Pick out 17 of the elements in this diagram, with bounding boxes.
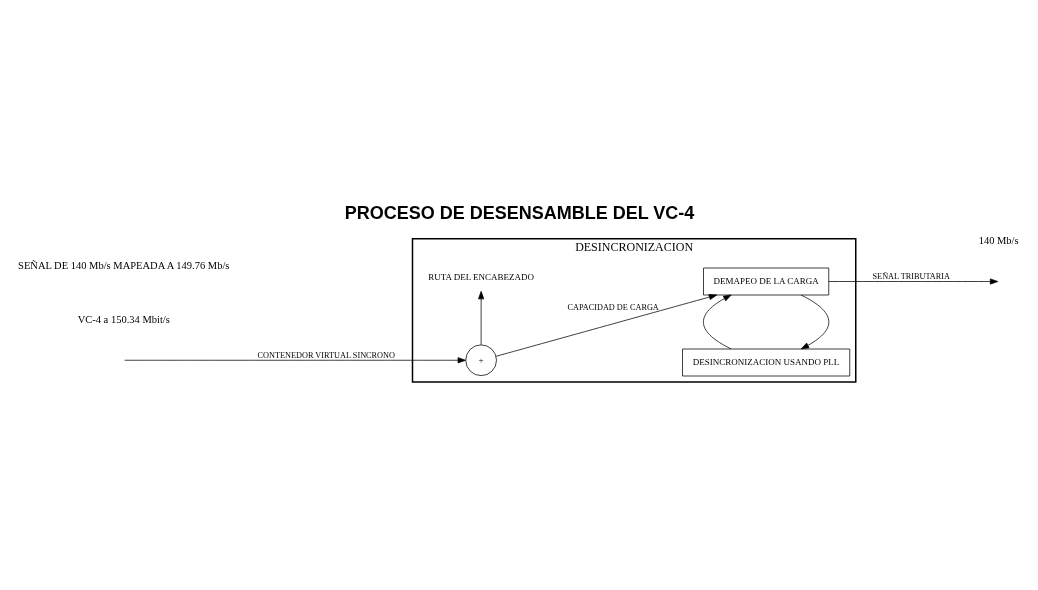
- label: 140 Mb/s: [978, 234, 1019, 246]
- diagram-title: PROCESO DE DESENSAMBLE DEL VC-4: [344, 202, 695, 223]
- node-circle: +: [465, 344, 497, 376]
- edge-label: CONTENEDOR VIRTUAL SINCRONO: [257, 350, 395, 360]
- node-box: DESINCRONIZACION USANDO PLL: [682, 348, 851, 377]
- label: VC-4 a 150.34 Mbit/s: [77, 313, 170, 325]
- edge-label: CAPACIDAD DE CARGA: [567, 302, 659, 312]
- node-box: DEMAPEO DE LA CARGA: [703, 267, 830, 296]
- label: SEÑAL DE 140 Mb/s MAPEADA A 149.76 Mb/s: [18, 259, 230, 271]
- edge-label: SEÑAL TRIBUTARIA: [872, 272, 950, 282]
- arrow: [703, 294, 732, 350]
- arrow: [478, 291, 485, 346]
- arrow: [800, 294, 830, 350]
- arrow: [828, 278, 999, 285]
- node-text: RUTA DEL ENCABEZADO: [428, 272, 535, 283]
- arrow: [495, 294, 718, 357]
- arrow: [124, 357, 466, 364]
